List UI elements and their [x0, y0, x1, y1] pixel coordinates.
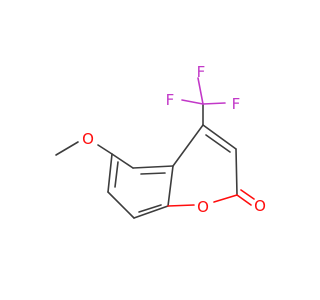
bond-c8-c7 — [107, 191, 135, 219]
bond-c3-c2 — [235, 148, 238, 196]
bond-c6-c5 — [111, 153, 134, 169]
bond-benzene-inner-2 — [138, 204, 162, 213]
atom-fluorine-right: F — [232, 95, 241, 113]
atom-fluorine-left: F — [166, 91, 175, 109]
oxygen-bonds — [167, 189, 255, 207]
bond-cf3-f-left — [181, 99, 204, 105]
atom-labels: F F F O O O — [82, 63, 266, 216]
atom-oxygen-carbonyl: O — [254, 197, 266, 215]
fluorine-bonds — [181, 77, 226, 105]
bond-benzene-inner-1 — [140, 172, 166, 175]
bond-c4a-c8a — [167, 165, 174, 207]
bond-oring-c2 — [213, 194, 238, 203]
atom-oxygen-ring: O — [197, 198, 209, 216]
bond-benzene-inner-3 — [114, 161, 119, 188]
bond-cf3-f-top — [197, 77, 204, 105]
bond-cf3-f-right — [202, 102, 226, 105]
bond-c5-c4a — [132, 165, 174, 169]
molecule-canvas: F F F O O O — [55, 63, 266, 219]
bond-o-c6 — [97, 144, 113, 155]
bond-c2-ocarbonyl-1 — [236, 194, 252, 206]
bond-c4a-c4 — [172, 124, 204, 167]
molecule-structure: F F F O O O — [55, 63, 266, 219]
bond-c4-c3-inner — [205, 134, 231, 153]
carbon-bonds — [55, 103, 238, 219]
bond-c8a-c8 — [133, 205, 169, 219]
bond-c7-c6 — [107, 153, 113, 193]
bond-ch3-o — [55, 141, 79, 156]
bond-c8a-oring — [167, 204, 195, 207]
atom-oxygen-methoxy: O — [82, 130, 94, 148]
atom-fluorine-top: F — [197, 63, 206, 81]
bond-c2-ocarbonyl-2 — [240, 189, 255, 200]
bond-c4-c3 — [202, 124, 237, 150]
